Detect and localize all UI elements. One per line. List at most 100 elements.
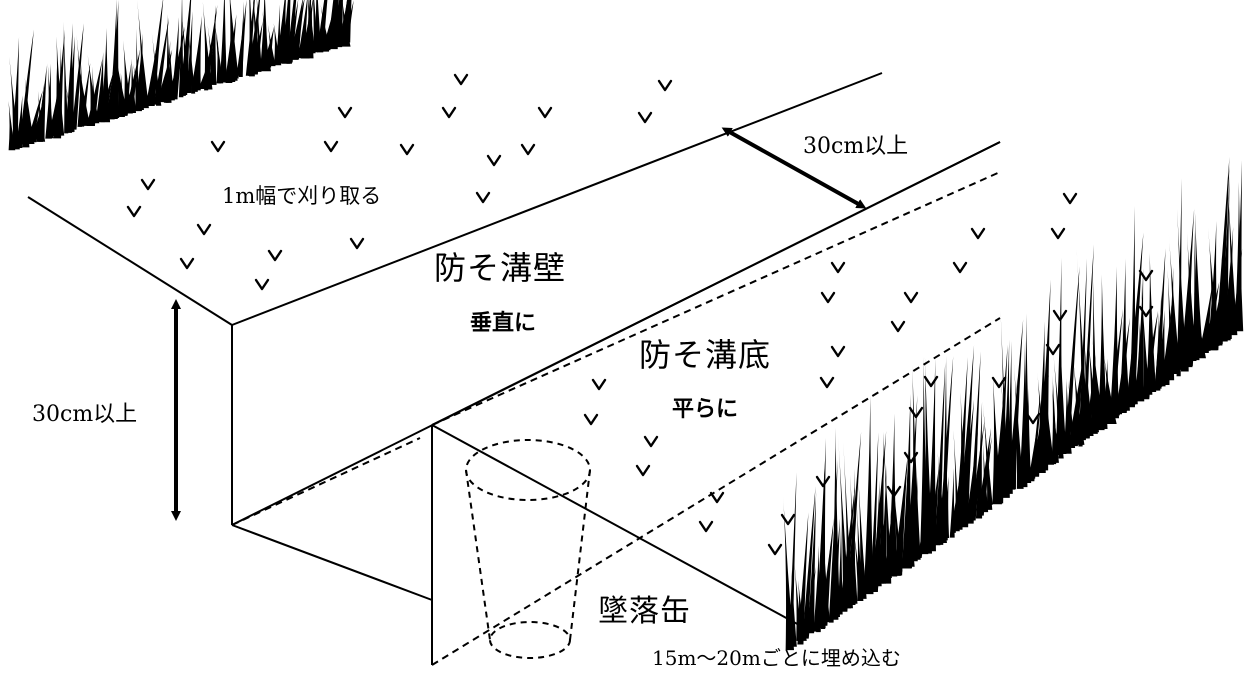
grass-tick-mark (537, 106, 553, 119)
grass-blade (1167, 270, 1174, 376)
grass-blade (286, 0, 297, 64)
grass-blade (219, 0, 227, 83)
grass-blade (229, 0, 239, 79)
grass-blade (863, 395, 874, 595)
grass-blade (1180, 209, 1195, 367)
top-width-label: 30cm以上 (803, 134, 909, 159)
grass-tick-mark (196, 223, 212, 236)
grass-blade (267, 24, 276, 67)
grass-blade (940, 476, 950, 538)
grass-blade (36, 65, 47, 139)
grass-tick-mark (1138, 269, 1154, 282)
mowing-width-label: 1m幅で刈り取る (222, 184, 382, 208)
grass-blade (256, 0, 262, 70)
grass-blade (1177, 208, 1188, 370)
grass-blade (153, 17, 170, 105)
grass-blade (880, 465, 887, 584)
bottom-flat-note: 平らに (672, 397, 739, 422)
grass-blade (1052, 375, 1058, 463)
grass-tick-mark (486, 154, 502, 167)
grass-blade (63, 21, 69, 134)
grass-blade (1168, 231, 1181, 374)
grass-blade (1058, 335, 1067, 454)
grass-blade (850, 474, 858, 604)
grass-blade (1215, 156, 1230, 345)
grass-tick-mark (453, 73, 469, 86)
pitfall-can-label: 墜落缶 (598, 594, 691, 629)
grass-blade (248, 0, 260, 76)
grass-blade (1140, 277, 1150, 396)
grass-blade (982, 400, 993, 505)
grass-blade (1194, 207, 1203, 357)
mowed-strip-outline (27, 72, 883, 326)
grass-blade (209, 5, 217, 85)
grass-blade (1076, 249, 1090, 437)
grass-blade (278, 0, 288, 63)
grass-tick-mark (890, 320, 906, 333)
grass-blade (1134, 322, 1145, 399)
grass-tick-mark (923, 375, 939, 388)
grass-tick-mark (520, 143, 536, 156)
grass-tick-mark (635, 464, 651, 477)
grass-tick-mark (475, 191, 491, 204)
grass-blade (181, 15, 191, 93)
grass-blade (1103, 351, 1117, 425)
grass-tick-mark (643, 435, 659, 448)
grass-blade (1101, 308, 1106, 428)
grass-tick-mark (830, 345, 846, 358)
grass-blade (191, 15, 202, 91)
grass-blade (1155, 309, 1166, 387)
grass-tick-mark (970, 227, 986, 240)
width-dimension-arrow (721, 127, 867, 209)
grass-blade (831, 427, 840, 618)
grass-blade (1083, 338, 1094, 437)
grass-clump-top-left (8, 0, 354, 151)
grass-blade (958, 392, 969, 525)
grass-blade (1087, 331, 1100, 433)
grass-blade (1208, 228, 1220, 346)
grass-blade (1235, 160, 1243, 329)
grass-blade (8, 101, 16, 151)
grass-blade (320, 4, 331, 51)
grass-tick-mark (657, 79, 673, 92)
grass-blade (858, 476, 867, 599)
grass-blade (870, 432, 879, 592)
grass-blade (1146, 252, 1157, 393)
grass-blade (807, 492, 817, 634)
grass-blade (308, 0, 316, 54)
grass-blade (9, 56, 20, 150)
grass-tick-mark (767, 543, 783, 556)
grass-blade (1091, 333, 1105, 431)
grass-tick-mark (140, 178, 156, 191)
grass-blade (815, 438, 826, 629)
grass-tick-mark (952, 261, 968, 274)
grass-blade (64, 36, 75, 133)
grass-tick-mark (903, 291, 919, 304)
grass-tick-mark (1025, 412, 1041, 425)
grass-blade (927, 461, 940, 546)
grass-blade (24, 77, 35, 144)
grass-clump-bottom-right (783, 156, 1244, 651)
grass-tick-mark (267, 249, 283, 262)
depth-label: 30cm以上 (32, 402, 138, 427)
grass-blade (76, 34, 87, 125)
grass-blade (1042, 362, 1055, 465)
grass-blade (100, 27, 111, 123)
grass-blade (71, 23, 84, 130)
grass-tick-mark (886, 485, 902, 498)
trench-wall-face (231, 141, 1001, 526)
grass-blade (837, 518, 843, 615)
grass-blade (941, 355, 948, 541)
grass-blade (18, 29, 34, 145)
grass-blade (924, 356, 933, 548)
grass-blade (937, 452, 947, 544)
grass-blade (891, 462, 903, 572)
grass-blade (202, 1, 213, 90)
grass-blade (1119, 258, 1128, 412)
grass-blade (216, 34, 222, 84)
grass-blade (1010, 377, 1018, 489)
grass-blade (883, 432, 892, 579)
grass-tick-mark (126, 205, 142, 218)
grass-tick-mark (830, 261, 846, 274)
